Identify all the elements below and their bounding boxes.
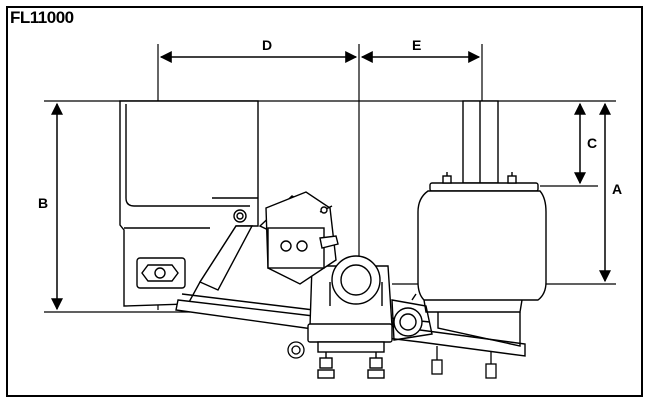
- frame-hanger-bracket: [119, 100, 259, 307]
- dimension-label-b: B: [38, 195, 48, 211]
- diagram-frame: [6, 6, 643, 397]
- diagram-title: FL11000: [10, 8, 74, 27]
- dimension-label-c: C: [587, 135, 597, 151]
- bracket-bolt: [233, 209, 247, 223]
- dimension-arrows: [51, 51, 611, 311]
- air-spring: [417, 100, 547, 347]
- dimension-label-e: E: [412, 37, 421, 53]
- lower-fasteners: [287, 341, 497, 379]
- slack-adjuster: [391, 293, 433, 341]
- brake-chamber: [265, 191, 339, 285]
- axle-assembly: [307, 255, 393, 379]
- air-spring-bellows: [417, 190, 547, 301]
- dimension-label-d: D: [262, 37, 272, 53]
- dimension-label-a: A: [612, 181, 622, 197]
- axle-seat: [307, 323, 393, 343]
